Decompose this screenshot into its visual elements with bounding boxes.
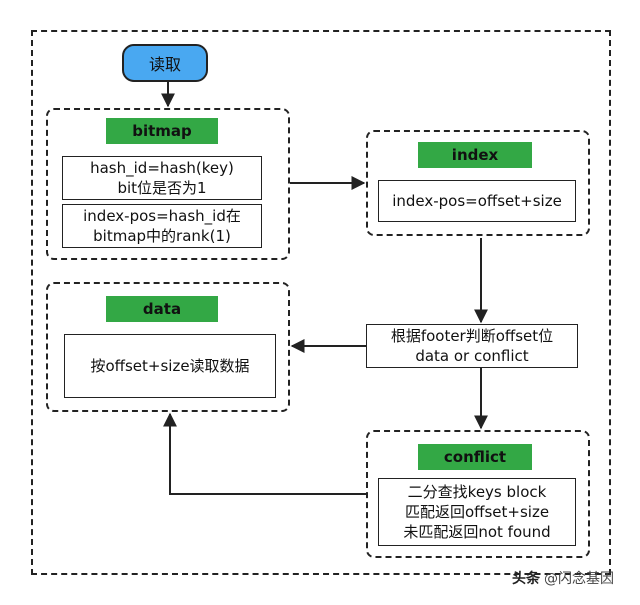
data-group <box>46 282 290 412</box>
index-pos-box: index-pos=offset+size <box>378 180 576 222</box>
index-title: index <box>418 142 532 168</box>
bitmap-group <box>46 108 290 260</box>
data-read-box: 按offset+size读取数据 <box>64 334 276 398</box>
bitmap-rank-box: index-pos=hash_id在 bitmap中的rank(1) <box>62 204 262 248</box>
start-node: 读取 <box>122 44 208 82</box>
bitmap-hash-line-1: hash_id=hash(key) <box>90 159 234 177</box>
watermark: 头条 @闪念基因 <box>512 568 614 588</box>
arrow-conflict-to-data <box>163 412 366 495</box>
data-read-line: 按offset+size读取数据 <box>90 357 250 375</box>
conflict-line-1: 二分查找keys block <box>407 483 547 501</box>
decision-line-2: data or conflict <box>415 347 529 365</box>
bitmap-hash-line-2: bit位是否为1 <box>117 179 207 197</box>
decision-line-1: 根据footer判断offset位 <box>390 327 554 345</box>
bitmap-rank-line-1: index-pos=hash_id在 <box>83 207 241 225</box>
bitmap-hash-box: hash_id=hash(key) bit位是否为1 <box>62 156 262 200</box>
index-group <box>366 130 590 236</box>
bitmap-rank-line-2: bitmap中的rank(1) <box>93 227 231 245</box>
watermark-text: @闪念基因 <box>544 571 614 587</box>
conflict-title: conflict <box>418 444 532 470</box>
watermark-logo: 头条 <box>512 571 540 587</box>
index-pos-line: index-pos=offset+size <box>392 192 562 210</box>
conflict-line-3: 未匹配返回not found <box>403 523 551 541</box>
data-title: data <box>106 296 218 322</box>
bitmap-title: bitmap <box>106 118 218 144</box>
conflict-group <box>366 430 590 558</box>
conflict-search-box: 二分查找keys block 匹配返回offset+size 未匹配返回not … <box>378 478 576 546</box>
outer-frame <box>31 30 611 575</box>
conflict-line-2: 匹配返回offset+size <box>404 503 550 521</box>
footer-decision-box: 根据footer判断offset位 data or conflict <box>366 324 578 368</box>
start-label: 读取 <box>148 55 181 74</box>
